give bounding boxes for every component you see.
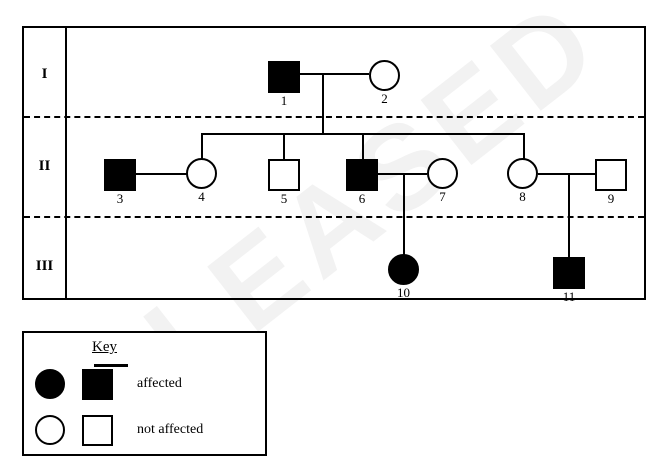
- individual-5-label: 5: [280, 191, 288, 206]
- individual-4[interactable]: 4: [186, 158, 217, 204]
- generation-divider-i-ii: [24, 116, 644, 118]
- individual-10[interactable]: 10: [388, 254, 419, 300]
- individual-6[interactable]: 6: [346, 159, 378, 206]
- key-filled-square-icon: [82, 369, 113, 400]
- individual-5[interactable]: 5: [268, 159, 300, 206]
- generation-label-i: I: [41, 66, 48, 82]
- individual-8-label: 8: [519, 189, 526, 204]
- individual-2[interactable]: 2: [369, 60, 400, 106]
- generation-column-divider: [65, 28, 67, 298]
- mating-line-3-4: [135, 173, 187, 175]
- individual-3[interactable]: 3: [104, 159, 136, 206]
- individual-4-label: 4: [198, 189, 205, 204]
- sibling-drop-line-8: [523, 133, 525, 174]
- generation-divider-ii-iii: [24, 216, 644, 218]
- individual-7[interactable]: 7: [427, 158, 458, 204]
- key-title: Key: [92, 339, 117, 355]
- generation-label-iii: III: [35, 258, 54, 274]
- descent-line-6-7: [403, 173, 405, 269]
- descent-line-1-2: [322, 73, 324, 133]
- key-open-circle-icon: [35, 415, 65, 445]
- mating-line-1-2: [300, 73, 369, 75]
- descent-line-8-9: [568, 173, 570, 258]
- individual-9-label: 9: [607, 191, 615, 206]
- key-label-affected: affected: [137, 376, 182, 391]
- generation-label-ii: II: [38, 158, 51, 174]
- key-filled-circle-icon: [35, 369, 65, 399]
- individual-7-label: 7: [439, 189, 446, 204]
- key-label-not-affected: not affected: [137, 422, 204, 437]
- key-row-affected: affected: [24, 369, 265, 403]
- individual-1-label: 1: [280, 93, 288, 108]
- individual-10-label: 10: [397, 285, 410, 300]
- individual-6-label: 6: [358, 191, 366, 206]
- individual-8[interactable]: 8: [507, 158, 538, 204]
- key-open-square-icon: [82, 415, 113, 446]
- sibling-drop-line-6: [362, 133, 364, 174]
- mating-line-8-9: [538, 173, 595, 175]
- key-box: Key affected not affected: [22, 331, 267, 456]
- sibling-drop-line-5: [283, 133, 285, 174]
- individual-1[interactable]: 1: [268, 61, 300, 108]
- individual-11[interactable]: 11: [553, 257, 585, 304]
- pedigree-chart: I II III 1 2 3 4 5 6 7 8 9: [22, 26, 646, 304]
- individual-9[interactable]: 9: [595, 159, 627, 206]
- key-row-not-affected: not affected: [24, 415, 265, 449]
- key-title-rule: [94, 364, 128, 367]
- individual-11-label: 11: [562, 289, 576, 304]
- mating-line-6-7: [378, 173, 427, 175]
- individual-3-label: 3: [116, 191, 124, 206]
- sibling-drop-line-4: [201, 133, 203, 174]
- individual-2-label: 2: [381, 91, 388, 106]
